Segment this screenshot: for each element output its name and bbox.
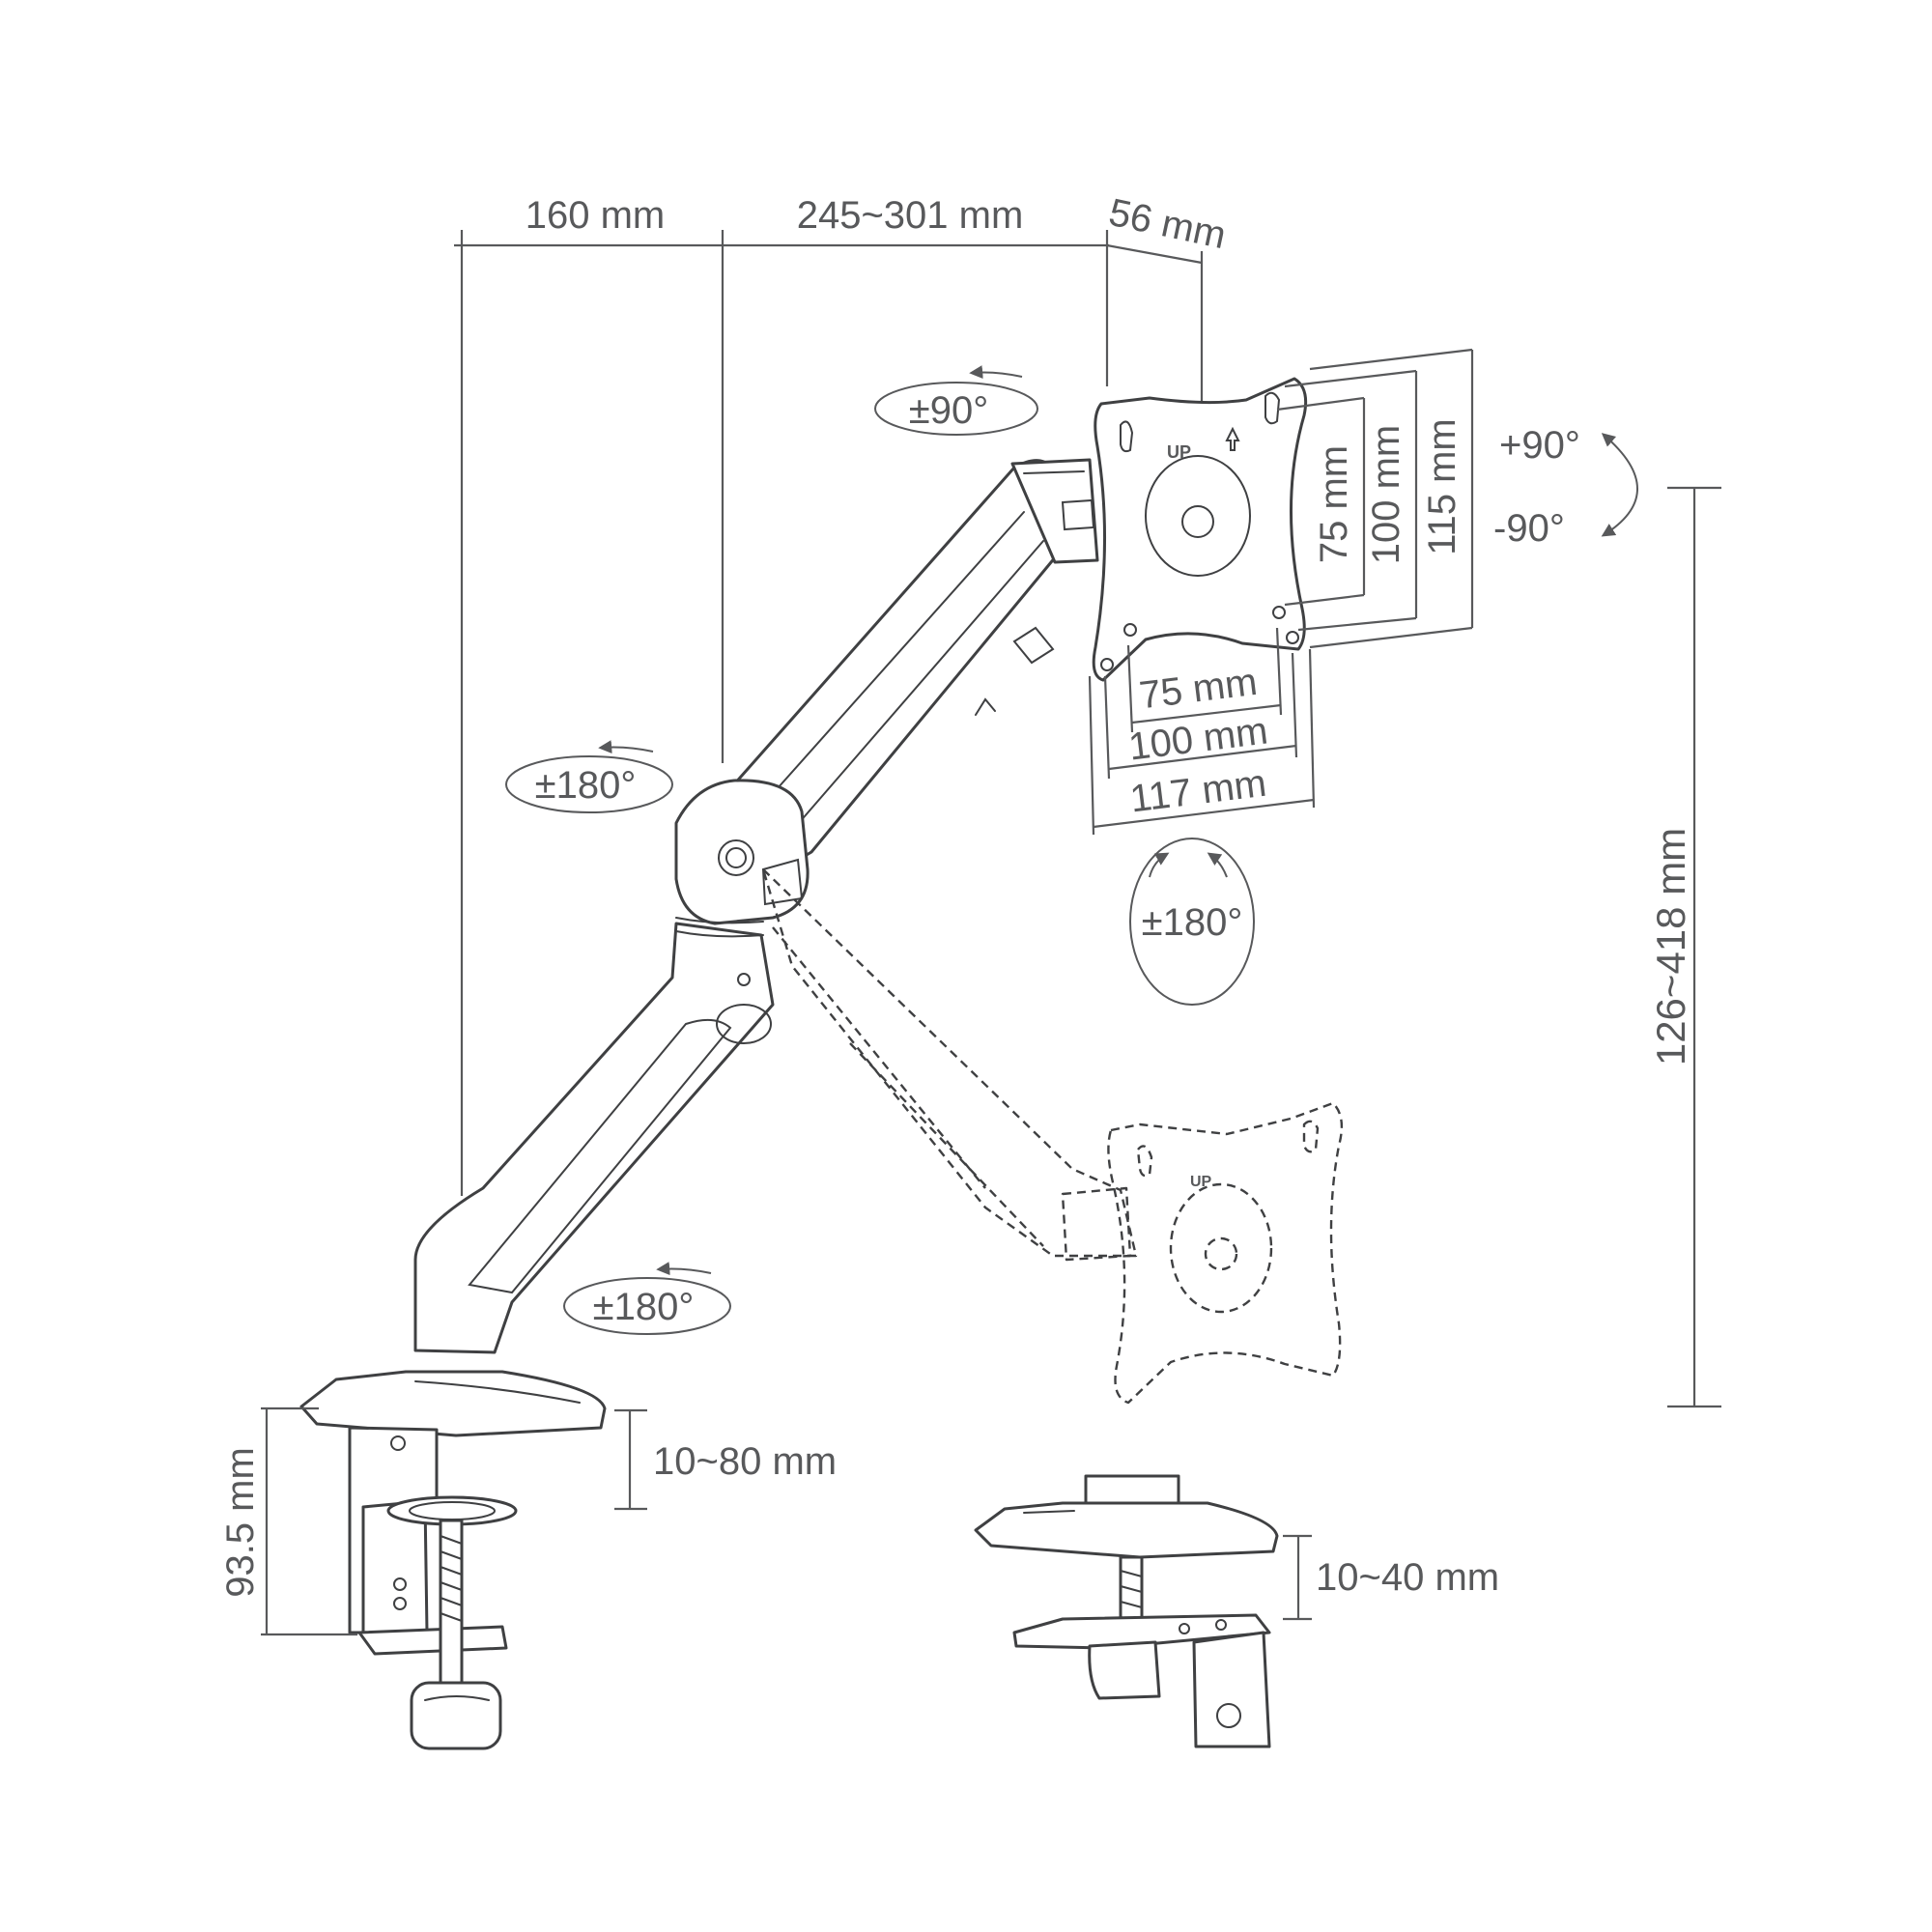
dimension-label-vesa-small-v: 75 mm bbox=[1313, 445, 1355, 563]
vesa-plate: UP bbox=[1092, 377, 1308, 682]
rotation-elbow-swivel-indicator bbox=[505, 740, 673, 813]
vesa-vertical-dimensions bbox=[1276, 348, 1474, 649]
monitor-arm-lowered-ghost: UP bbox=[761, 867, 1344, 1405]
dimension-label-vesa-small-h: 75 mm bbox=[1137, 661, 1260, 718]
rotation-tilt-indicator bbox=[874, 365, 1038, 436]
rotation-tilt-up-down-indicator bbox=[1601, 433, 1638, 537]
dimension-label-arm-base-width: 160 mm bbox=[526, 194, 666, 237]
ghost-plate-up-mark: UP bbox=[1190, 1174, 1212, 1190]
dimension-label-height-range: 126~418 mm bbox=[1648, 828, 1693, 1065]
rotation-label-rotation: ±180° bbox=[1142, 901, 1243, 944]
dimension-label-plate-height: 115 mm bbox=[1421, 418, 1463, 555]
rotation-label-elbow-swivel: ±180° bbox=[535, 764, 637, 807]
dimension-label-clamp-height: 93.5 mm bbox=[219, 1447, 262, 1598]
rotation-label-tilt: ±90° bbox=[909, 389, 988, 432]
plate-up-mark: UP bbox=[1167, 442, 1191, 462]
rotation-label-tilt-down: -90° bbox=[1493, 507, 1565, 550]
dimension-label-arm-reach: 245~301 mm bbox=[797, 194, 1024, 237]
height-dimension-line bbox=[1667, 486, 1721, 1408]
clamp-height-dimension bbox=[261, 1406, 357, 1636]
dimension-label-grommet-range: 10~40 mm bbox=[1316, 1556, 1499, 1599]
vesa-horizontal-dimensions bbox=[1088, 627, 1316, 836]
rotation-label-tilt-up: +90° bbox=[1499, 424, 1580, 467]
grommet-mount bbox=[974, 1474, 1279, 1748]
dimension-label-vesa-large-h: 100 mm bbox=[1126, 709, 1270, 768]
dimension-label-clamp-range: 10~80 mm bbox=[653, 1440, 837, 1483]
rotation-base-swivel-indicator bbox=[563, 1262, 731, 1335]
grommet-range-dimension bbox=[1283, 1534, 1312, 1621]
rotation-screen-rotation-indicator bbox=[1129, 838, 1255, 1006]
top-dimension-lines bbox=[454, 230, 1204, 1196]
dimension-label-plate-width: 117 mm bbox=[1127, 762, 1268, 821]
monitor-arm-extended bbox=[413, 458, 1099, 1354]
dimension-label-vesa-large-v: 100 mm bbox=[1365, 425, 1407, 565]
clamp-range-dimension bbox=[614, 1408, 647, 1511]
rotation-label-base-swivel: ±180° bbox=[593, 1286, 695, 1328]
dimension-label-plate-depth: 56 mm bbox=[1105, 191, 1230, 257]
desk-clamp bbox=[299, 1370, 607, 1750]
